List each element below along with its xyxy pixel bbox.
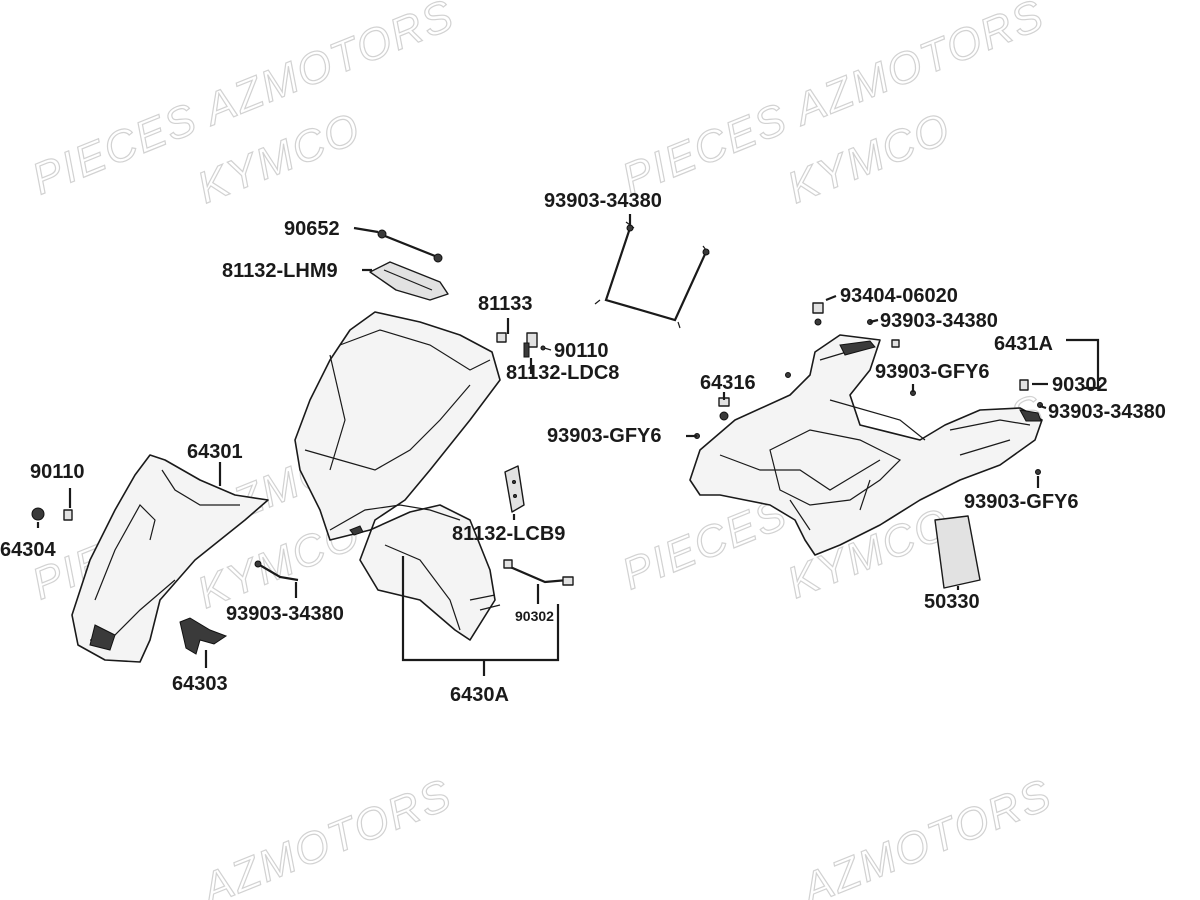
label-93903-gfy6-a: 93903-GFY6 bbox=[875, 361, 990, 383]
harness-part bbox=[503, 559, 574, 586]
watermark-5: AZMOTORS bbox=[192, 769, 460, 900]
label-93903-gfy6-b: 93903-GFY6 bbox=[547, 425, 662, 447]
grommet-part bbox=[31, 507, 73, 521]
label-90302-right: 90302 bbox=[1052, 374, 1108, 396]
watermark-6: AZMOTORS bbox=[792, 769, 1060, 900]
front-panel-part bbox=[71, 454, 269, 663]
label-64304: 64304 bbox=[0, 539, 56, 561]
label-81132-lcb9: 81132-LCB9 bbox=[452, 523, 565, 545]
bolt-rod-part bbox=[377, 229, 443, 263]
label-81132-lhm9: 81132-LHM9 bbox=[222, 260, 338, 282]
watermark-2: PIECES AZMOTORS KYMCO bbox=[615, 0, 1052, 214]
part-labels: 93903-34380 90652 81132-LHM9 81133 90110… bbox=[0, 190, 1166, 706]
label-93903-34380-left: 93903-34380 bbox=[226, 603, 344, 625]
small-clip-part bbox=[496, 332, 552, 358]
label-93903-gfy6-c: 93903-GFY6 bbox=[964, 491, 1079, 513]
pad-part bbox=[934, 515, 981, 589]
bracket-part bbox=[179, 617, 228, 655]
label-90110-left: 90110 bbox=[30, 461, 85, 483]
label-93903-34380-top: 93903-34380 bbox=[544, 190, 662, 212]
label-64303: 64303 bbox=[172, 673, 228, 695]
label-64316: 64316 bbox=[700, 372, 756, 394]
label-93903-34380-right1: 93903-34380 bbox=[880, 310, 998, 332]
label-93404-06020: 93404-06020 bbox=[840, 285, 958, 307]
label-64301: 64301 bbox=[187, 441, 243, 463]
label-81132-ldc8: 81132-LDC8 bbox=[506, 362, 619, 384]
plate-part bbox=[504, 465, 525, 513]
label-50330: 50330 bbox=[924, 591, 980, 613]
floor-panel-part bbox=[689, 334, 1043, 556]
svg-text:AZMOTORS: AZMOTORS bbox=[793, 770, 1059, 900]
label-93903-34380-right2: 93903-34380 bbox=[1048, 401, 1166, 423]
front-shield-part bbox=[294, 311, 501, 641]
cover-clip-part bbox=[369, 261, 449, 301]
screw-part bbox=[254, 560, 299, 582]
svg-text:AZMOTORS: AZMOTORS bbox=[193, 770, 459, 900]
label-90110-mid: 90110 bbox=[554, 340, 609, 362]
wire-bracket-part bbox=[594, 221, 710, 329]
label-6431a: 6431A bbox=[994, 333, 1053, 355]
leader-lines bbox=[36, 214, 1100, 676]
label-81133: 81133 bbox=[478, 293, 533, 315]
label-6430a: 6430A bbox=[450, 684, 509, 706]
label-90652: 90652 bbox=[284, 218, 340, 240]
watermark-1: PIECES AZMOTORS KYMCO bbox=[25, 0, 462, 214]
label-90302-small: 90302 bbox=[515, 608, 554, 624]
